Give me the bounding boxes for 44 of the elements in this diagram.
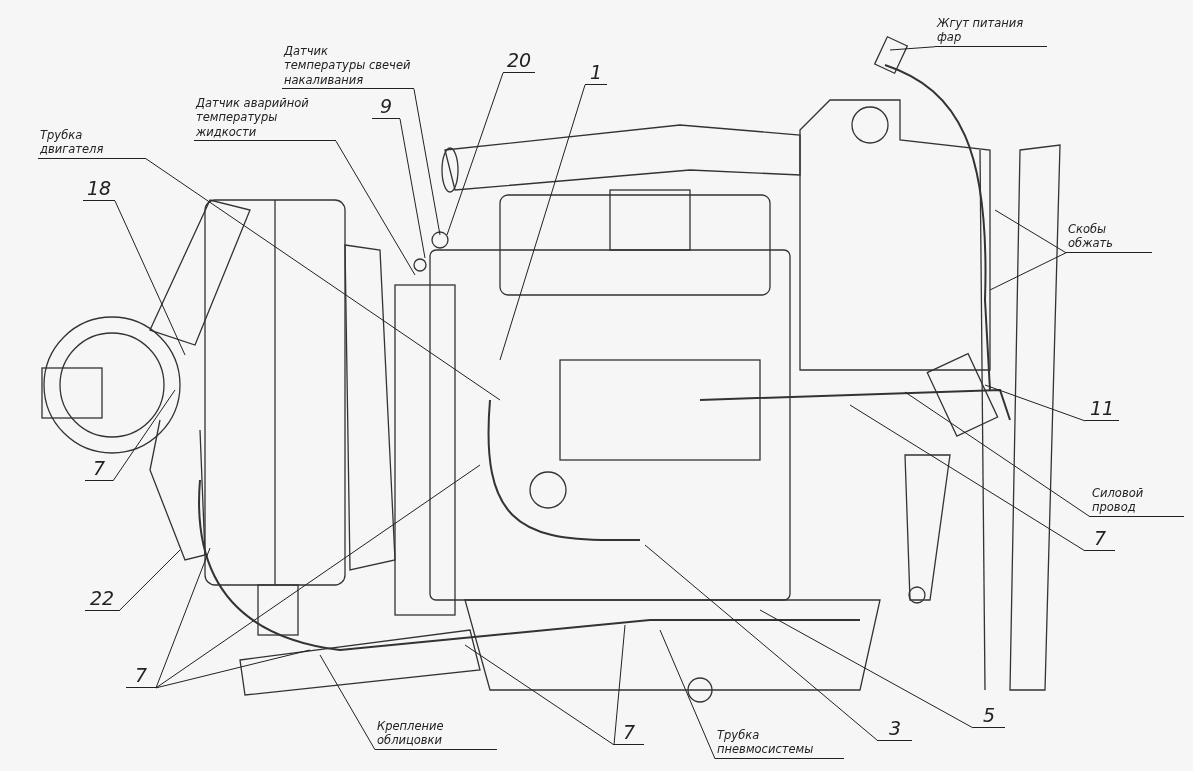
callout-number: 1 xyxy=(585,62,607,85)
callout-number: 20 xyxy=(503,50,535,73)
callout-number: 22 xyxy=(85,588,119,611)
callout-label: Трубка двигателя xyxy=(38,128,146,159)
callout-label: Жгут питания фар xyxy=(935,16,1047,47)
callout-number: 7 xyxy=(126,665,156,688)
leader-line xyxy=(114,200,186,356)
leader-line xyxy=(759,609,974,729)
leader-line xyxy=(994,209,1067,254)
leader-line xyxy=(904,391,1091,518)
leader-line xyxy=(849,404,1086,552)
leader-line xyxy=(464,644,615,746)
callout-number: 11 xyxy=(1085,398,1119,421)
callout-number: 5 xyxy=(973,705,1005,728)
leader-line xyxy=(644,544,879,742)
leader-line xyxy=(413,88,441,236)
leader-line xyxy=(984,384,1086,422)
leader-line xyxy=(399,118,426,259)
callout-label: Крепление облицовки xyxy=(375,719,497,750)
leader-line xyxy=(989,252,1067,291)
callout-label: Датчик аварийной температуры жидкости xyxy=(194,96,336,142)
callout-number: 7 xyxy=(85,458,113,481)
leader-line xyxy=(499,84,586,361)
leader-line xyxy=(319,654,376,751)
leader-line xyxy=(889,46,936,51)
leader-line xyxy=(335,140,416,276)
callout-label: Скобы обжать xyxy=(1066,222,1152,253)
leader-line xyxy=(155,649,311,689)
callout-number: 7 xyxy=(1085,528,1115,551)
callout-label: Датчик температуры свечей накаливания xyxy=(282,44,414,90)
leader-line xyxy=(155,464,481,689)
leader-line xyxy=(112,389,176,482)
callout-number: 18 xyxy=(83,178,115,201)
leader-line xyxy=(446,72,504,236)
callout-label: Силовой провод xyxy=(1090,486,1184,517)
callout-number: 3 xyxy=(878,718,912,741)
leader-line xyxy=(145,158,501,401)
leader-line xyxy=(659,629,716,760)
leader-line xyxy=(118,549,181,612)
callout-label: Трубка пневмосистемы xyxy=(715,728,844,759)
leader-line xyxy=(613,624,626,746)
callout-number: 7 xyxy=(614,722,644,745)
leader-line xyxy=(155,547,211,689)
callout-number: 9 xyxy=(372,96,400,119)
